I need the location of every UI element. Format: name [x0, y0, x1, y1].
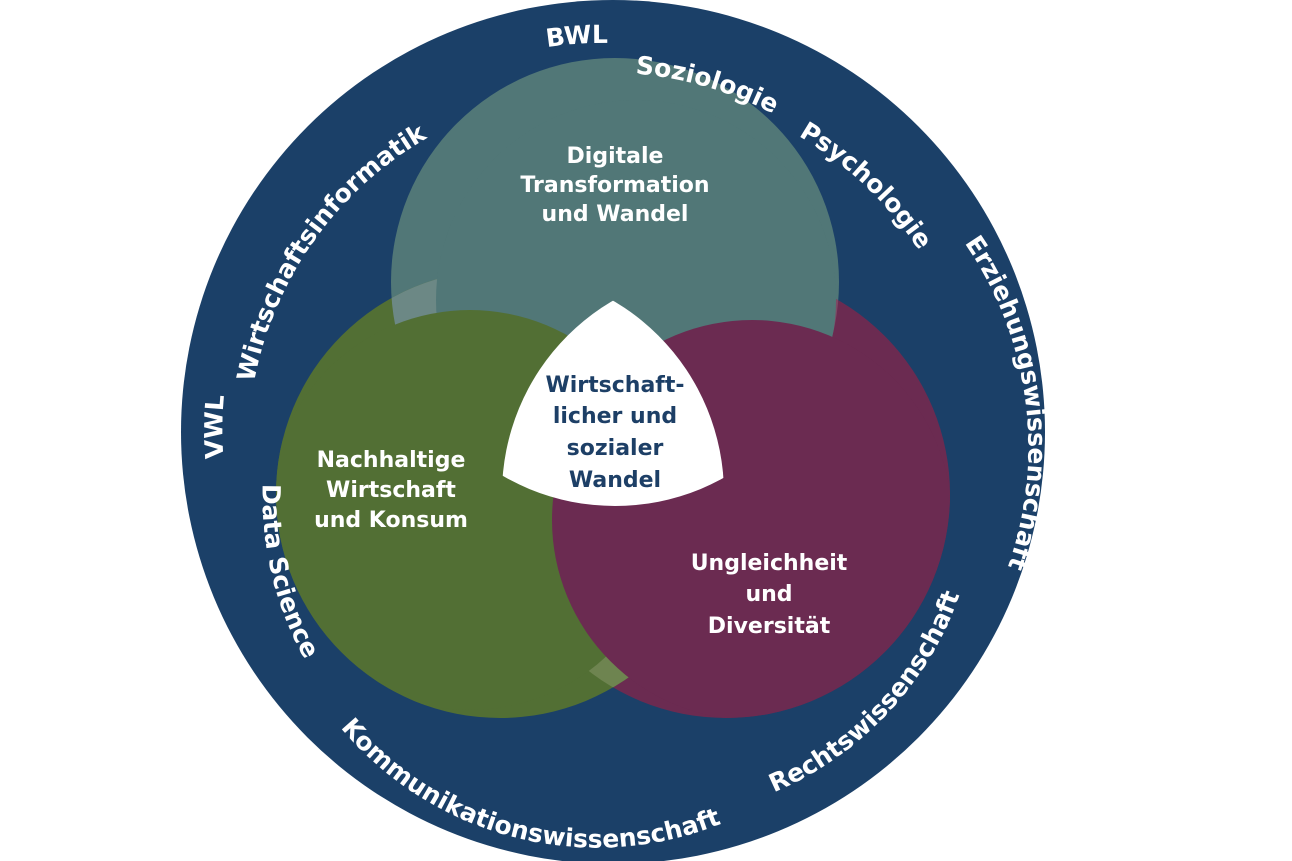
center-region [502, 270, 724, 506]
label-line: Transformation [520, 173, 709, 198]
label-line: Wandel [569, 468, 661, 493]
discipline-label: BWL [544, 20, 608, 53]
discipline-label: VWL [199, 394, 230, 460]
label-line: und Wandel [542, 202, 689, 227]
label-inequality-diversity: Ungleichheit und Diversität [691, 551, 848, 639]
label-line: Wirtschaft- [545, 373, 684, 398]
label-line: Digitale [567, 144, 664, 169]
label-line: licher und [553, 404, 677, 429]
label-line: Wirtschaft [326, 478, 456, 503]
label-sustainable-economy: Nachhaltige Wirtschaft und Konsum [314, 448, 468, 533]
label-line: Ungleichheit [691, 551, 848, 576]
label-digital-transformation: Digitale Transformation und Wandel [520, 144, 709, 227]
label-line: und [745, 582, 792, 607]
label-line: sozialer [567, 436, 664, 461]
label-line: Nachhaltige [317, 448, 466, 473]
label-center: Wirtschaft- licher und sozialer Wandel [545, 373, 684, 493]
label-line: und Konsum [314, 508, 468, 533]
label-line: Diversität [708, 614, 831, 639]
